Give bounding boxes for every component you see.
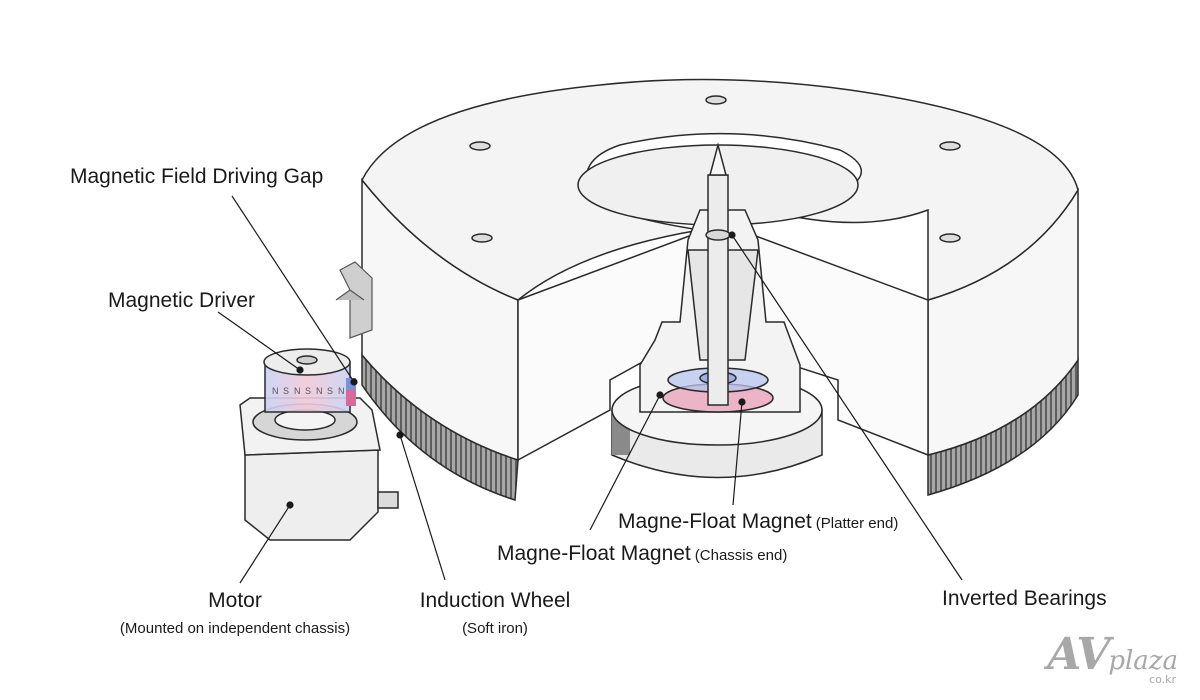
bearing-assembly <box>639 142 801 413</box>
rotation-arrow-icon <box>335 261 373 339</box>
label-induction-wheel: Induction Wheel <box>419 589 571 612</box>
leader-magnetic-driver <box>217 311 301 371</box>
watermark-mark: AV <box>1047 629 1110 680</box>
driver-pole-label: N <box>316 386 323 396</box>
label-induction-note: (Soft iron) <box>462 620 528 637</box>
platter-hole <box>471 233 493 243</box>
leader-induction-wheel <box>399 434 446 581</box>
platter-hole <box>469 141 491 151</box>
platter-hole <box>939 233 961 243</box>
label-motor-note: (Mounted on independent chassis) <box>119 620 351 637</box>
leader-float-platter <box>732 401 743 506</box>
leader-inverted-bearings <box>731 234 963 581</box>
label-float-chassis-note: (Chassis end) <box>694 547 788 564</box>
label-magnetic-field-gap: Magnetic Field Driving Gap <box>70 165 324 188</box>
motor-shaft-stub <box>377 491 399 509</box>
driver-pole-label: S <box>283 386 289 396</box>
leader-motor <box>239 504 291 584</box>
watermark-word: plaza <box>1108 646 1178 676</box>
driver-pole-label: S <box>327 386 333 396</box>
inverted-bearing-ball <box>705 229 731 241</box>
motor-assembly <box>239 348 399 541</box>
driver-pole-label: N <box>294 386 301 396</box>
watermark-domain: co.kr <box>1149 673 1176 686</box>
magnetic-gap-marker <box>346 390 356 406</box>
avplaza-watermark-logo: AVplaza co.kr <box>1047 629 1178 686</box>
spindle-tip <box>709 142 727 176</box>
label-float-chassis: Magne-Float Magnet <box>497 542 691 565</box>
leader-lines <box>217 195 963 584</box>
leader-float-chassis <box>589 394 661 531</box>
label-motor: Motor <box>208 589 262 612</box>
label-magnetic-driver: Magnetic Driver <box>108 289 256 312</box>
leader-magnetic-field-gap <box>231 195 355 383</box>
spindle-shaft <box>707 174 729 406</box>
label-float-platter-note: (Platter end) <box>815 515 899 532</box>
platter-hole <box>705 95 727 105</box>
label-float-chassis-group: Magne-Float Magnet(Chassis end) <box>497 543 787 564</box>
driver-pole-label: S <box>305 386 311 396</box>
platter-hole <box>939 141 961 151</box>
label-inverted-bearings: Inverted Bearings <box>942 587 1107 610</box>
driver-pole-label: N <box>272 386 279 396</box>
driver-pole-label: N <box>338 386 345 396</box>
motor-body <box>244 449 379 541</box>
label-float-platter-group: Magne-Float Magnet(Platter end) <box>618 511 898 532</box>
label-float-platter: Magne-Float Magnet <box>618 510 812 533</box>
